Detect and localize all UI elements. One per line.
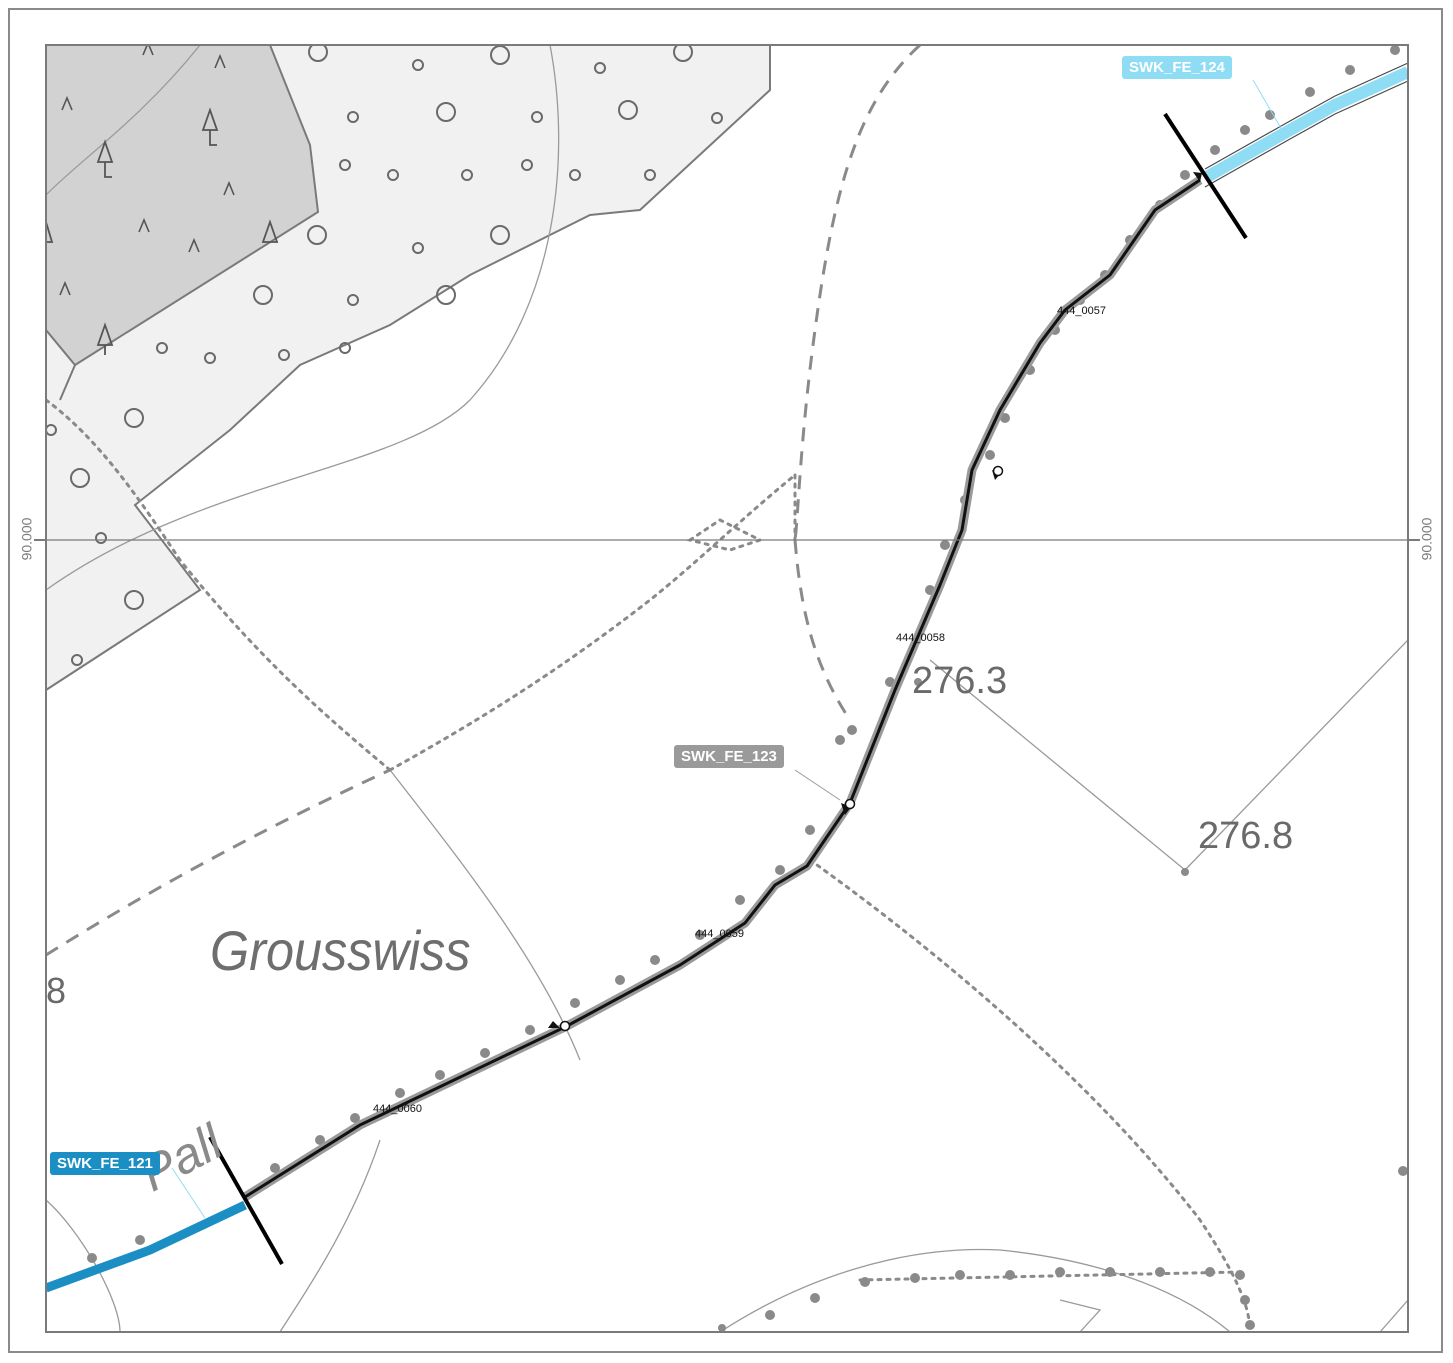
dotted-tracks bbox=[46, 398, 1252, 1332]
map-inner-frame bbox=[45, 44, 1409, 1333]
route-tag-swk-fe-121[interactable]: SWK_FE_121 bbox=[50, 1152, 160, 1175]
place-label-grousswiss: Grousswiss bbox=[210, 919, 471, 982]
route-break-south bbox=[208, 1136, 284, 1265]
map-frame bbox=[8, 8, 1443, 1353]
route-swk-fe-123[interactable] bbox=[244, 178, 1201, 1199]
grid-label-right: 90.000 bbox=[1418, 517, 1435, 561]
forest-area bbox=[46, 45, 320, 367]
label-leaders bbox=[171, 79, 1283, 1219]
vegetation-caret-symbol bbox=[59, 45, 235, 296]
segment-label-0059[interactable]: 444_0059 bbox=[695, 928, 744, 940]
forest-edge bbox=[59, 364, 76, 401]
segment-label-0057[interactable]: 444_0057 bbox=[1057, 305, 1106, 317]
grid-label-left: 90.000 bbox=[18, 517, 35, 561]
route-tag-swk-fe-123[interactable]: SWK_FE_123 bbox=[674, 745, 784, 768]
route-break-north bbox=[1163, 112, 1248, 240]
segment-label-0060[interactable]: 444_0060 bbox=[373, 1103, 422, 1115]
orchard-circle-symbol bbox=[46, 45, 723, 666]
route-swk-fe-124[interactable] bbox=[1202, 66, 1408, 184]
elevation-label-partial: 8 bbox=[46, 970, 67, 1011]
node-circle-icon[interactable] bbox=[559, 465, 1004, 1032]
route-swk-fe-124-edge bbox=[1204, 80, 1408, 188]
tree-conifer-symbol bbox=[46, 107, 279, 355]
dashed-tracks bbox=[46, 45, 922, 957]
segment-label-0058[interactable]: 444_0058 bbox=[896, 632, 945, 644]
elevation-label-276-8: 276.8 bbox=[1198, 815, 1294, 857]
route-swk-fe-121[interactable] bbox=[46, 1200, 247, 1293]
route-tag-swk-fe-124[interactable]: SWK_FE_124 bbox=[1122, 56, 1232, 79]
elevation-label-276-3: 276.3 bbox=[912, 660, 1008, 702]
route-swk-fe-124-edge-top bbox=[1204, 62, 1408, 170]
